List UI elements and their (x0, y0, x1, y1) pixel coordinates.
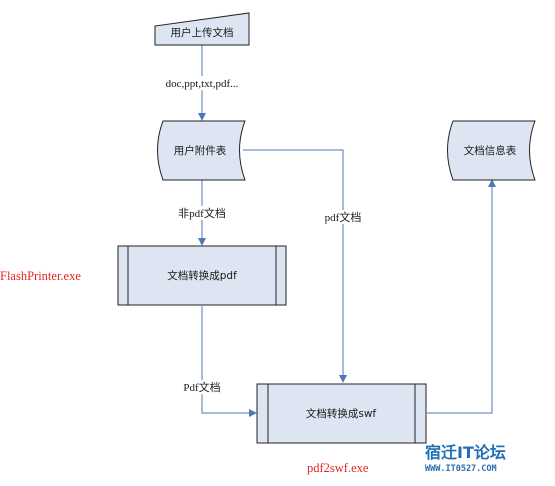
edge-convert-pdf-to-convert-swf (201, 306, 257, 417)
node-convert-pdf-label: 文档转换成pdf (167, 269, 237, 282)
edge-label-pdf: pdf文档 (325, 210, 362, 224)
watermark-logo: 宿迁IT论坛 WWW.IT0527.COM (425, 443, 506, 474)
node-info-table-label: 文档信息表 (464, 144, 517, 157)
watermark-url: WWW.IT0527.COM (425, 464, 497, 474)
node-user-upload-label: 用户上传文档 (171, 26, 234, 39)
node-info-table: 文档信息表 (447, 120, 536, 181)
node-attachment-table-label: 用户附件表 (174, 144, 227, 157)
tool-label-pdf2swf: pdf2swf.exe (307, 461, 369, 475)
edge-label-pdf-out: Pdf文档 (183, 380, 220, 394)
tool-label-flashprinter: FlashPrinter.exe (0, 269, 81, 283)
edge-attachment-to-convert-swf (243, 149, 347, 383)
edge-convert-swf-to-info-table (427, 179, 496, 414)
watermark-title: 宿迁IT论坛 (425, 443, 506, 462)
node-convert-pdf: 文档转换成pdf (117, 245, 287, 306)
node-user-upload: 用户上传文档 (154, 12, 250, 46)
flow-edges (198, 45, 496, 417)
edge-label-upload-types: doc,ppt,txt,pdf... (166, 78, 239, 90)
node-attachment-table: 用户附件表 (157, 120, 246, 181)
node-convert-swf: 文档转换成swf (256, 383, 427, 444)
node-convert-swf-label: 文档转换成swf (306, 407, 377, 420)
edge-label-non-pdf: 非pdf文档 (178, 206, 226, 220)
